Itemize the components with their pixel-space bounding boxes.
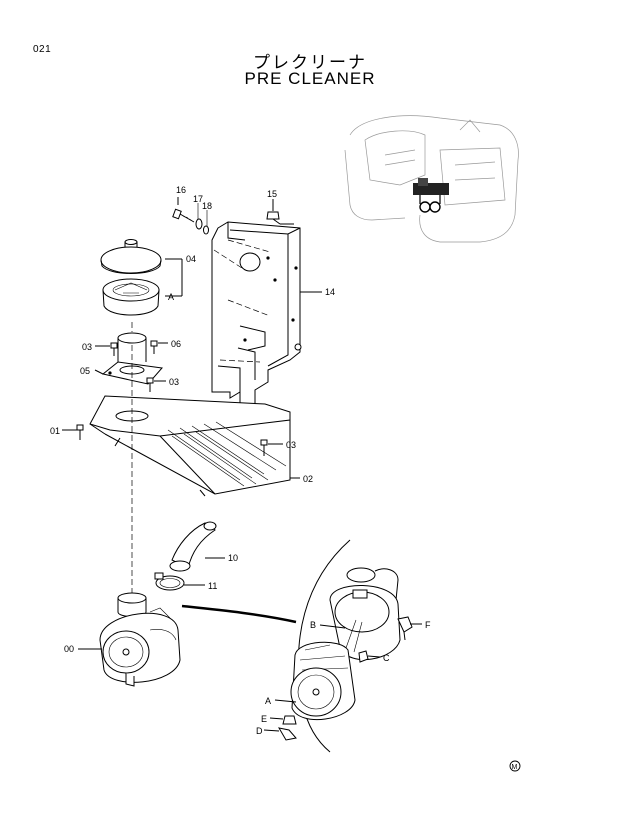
bolt-06-right bbox=[150, 340, 168, 354]
element-a bbox=[274, 641, 356, 721]
callout-f: F bbox=[425, 620, 431, 630]
page-mark: M bbox=[509, 760, 521, 772]
machine-location-inset bbox=[344, 115, 519, 243]
bolt-15 bbox=[266, 199, 294, 225]
bolt-01 bbox=[62, 424, 84, 440]
page-number: 021 bbox=[33, 44, 52, 55]
callout-14: 14 bbox=[325, 287, 335, 297]
valve-f bbox=[397, 616, 422, 641]
cover-plate-02 bbox=[89, 395, 300, 497]
air-cleaner-00 bbox=[78, 592, 181, 687]
page-title-english: PRE CLEANER bbox=[244, 69, 376, 88]
callout-a-detail: A bbox=[265, 696, 271, 706]
callout-05: 05 bbox=[80, 366, 90, 376]
callout-c: C bbox=[383, 653, 390, 663]
callout-00: 00 bbox=[64, 644, 74, 654]
callout-06: 06 bbox=[171, 339, 181, 349]
washer-17 bbox=[195, 203, 203, 230]
bolt-16 bbox=[172, 197, 195, 223]
callout-b: B bbox=[310, 620, 316, 630]
callout-11: 11 bbox=[208, 581, 217, 591]
callout-17: 17 bbox=[193, 194, 203, 204]
detail-leader bbox=[181, 604, 297, 624]
page-title-japanese: プレクリーナ bbox=[253, 53, 367, 72]
housing-b bbox=[319, 567, 401, 661]
callout-03-mid: 03 bbox=[169, 377, 179, 387]
callout-d: D bbox=[256, 726, 263, 736]
washer-18 bbox=[203, 210, 209, 235]
clamp-11 bbox=[154, 572, 205, 591]
callout-18: 18 bbox=[202, 201, 212, 211]
callout-10: 10 bbox=[228, 553, 238, 563]
callout-a-top: A bbox=[168, 292, 174, 302]
bolt-03-left bbox=[95, 342, 118, 356]
callout-e: E bbox=[261, 714, 267, 724]
plug-c bbox=[358, 650, 381, 663]
svg-text:M: M bbox=[512, 764, 518, 771]
bracket-14 bbox=[211, 221, 322, 413]
callout-02: 02 bbox=[303, 474, 313, 484]
wing-nut-d bbox=[263, 727, 297, 741]
bolt-03-mid bbox=[146, 377, 166, 392]
bolt-03-right bbox=[260, 439, 283, 456]
callout-01: 01 bbox=[50, 426, 60, 436]
callout-16: 16 bbox=[176, 185, 186, 195]
callout-03-left: 03 bbox=[82, 342, 92, 352]
element-06 bbox=[117, 322, 147, 362]
callout-15: 15 bbox=[267, 189, 277, 199]
cap-04 bbox=[100, 239, 183, 316]
nut-e bbox=[269, 715, 297, 725]
hose-10 bbox=[169, 521, 225, 572]
callout-04: 04 bbox=[186, 254, 196, 264]
callout-03-right: 03 bbox=[286, 440, 296, 450]
